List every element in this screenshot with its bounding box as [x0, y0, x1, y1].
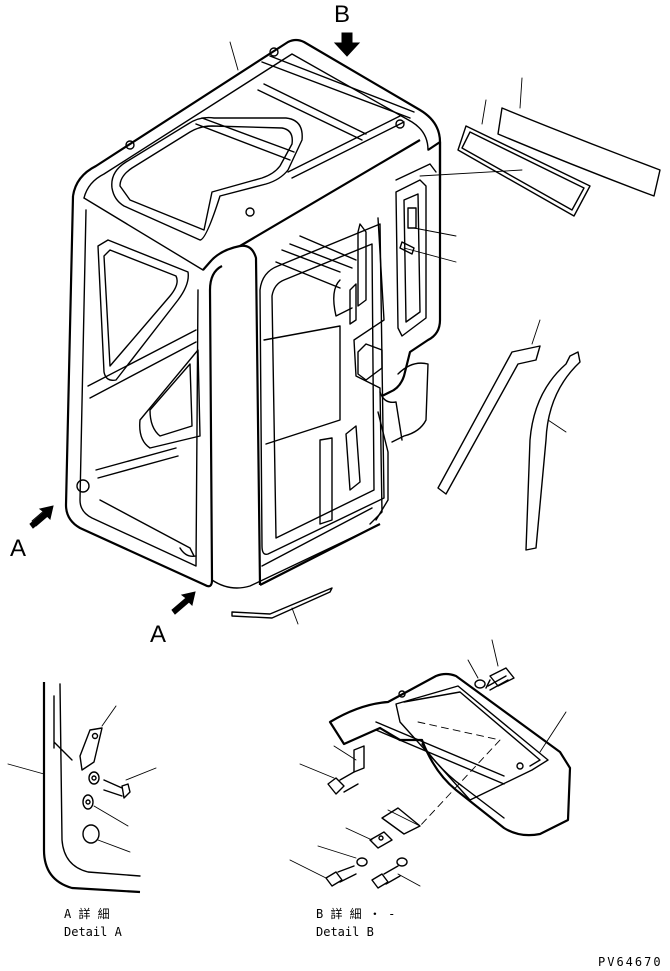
weatherstrip — [525, 351, 581, 551]
leader-lines-cab — [229, 41, 523, 263]
view-label-a-left: A — [10, 535, 26, 562]
detail-b-caption-en: Detail B — [316, 925, 374, 939]
detail-b — [289, 639, 572, 889]
view-arrow-b — [333, 32, 361, 57]
detail-a — [7, 682, 157, 894]
side-molding — [437, 319, 541, 495]
detail-a-caption-jp: A 詳 細 — [64, 906, 110, 921]
window-glass-strip — [497, 77, 661, 197]
detail-a-caption-en: Detail A — [64, 925, 123, 939]
view-label-a-bottom: A — [150, 621, 166, 648]
detail-b-caption-jp: B 詳 細 ・ - — [316, 906, 395, 921]
view-arrow-a-bottom — [171, 591, 196, 615]
window-seal-strip — [457, 99, 591, 217]
view-label-b-top: B — [334, 1, 350, 28]
cab-frame — [64, 38, 442, 589]
view-arrow-a-left — [29, 505, 54, 529]
floor-strip — [231, 587, 333, 625]
drawing-code: PV64670 — [598, 955, 663, 969]
